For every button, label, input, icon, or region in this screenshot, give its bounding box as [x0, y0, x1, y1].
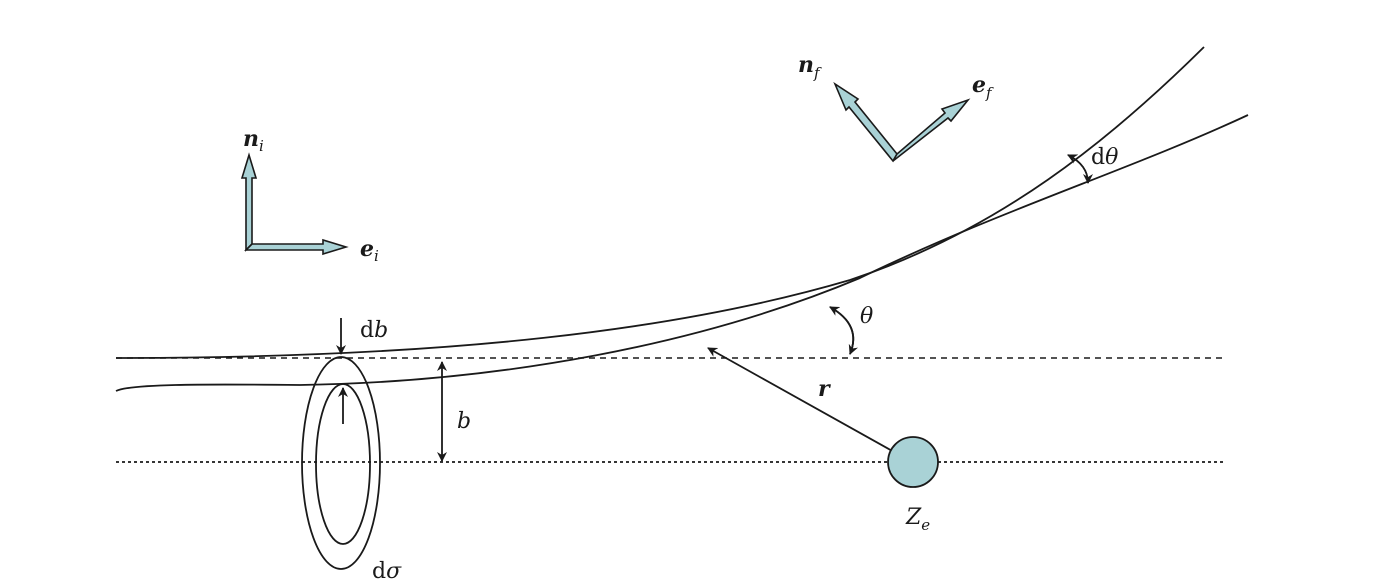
- trajectory-lower: [115, 114, 1249, 392]
- theta-angle-arc-start: [829, 306, 855, 355]
- n-f-arrow: [833, 81, 898, 163]
- final-frame: [833, 81, 971, 163]
- cross-section-inner-ellipse: [315, 383, 371, 545]
- label-r: r: [818, 376, 831, 402]
- label-e-i: ei: [360, 236, 379, 265]
- e-f-arrow: [892, 98, 971, 162]
- label-e-f: ef: [972, 72, 994, 102]
- r-vector-arrow: [707, 347, 913, 463]
- label-Z-e: Ze: [905, 505, 930, 534]
- label-d-sigma: dσ: [372, 559, 402, 584]
- label-b: b: [457, 409, 471, 434]
- dtheta-angle-arc-start: [1067, 154, 1089, 184]
- cross-section-outer-ellipse: [301, 356, 381, 570]
- e-i-arrow: [244, 238, 349, 256]
- label-d-theta: dθ: [1091, 145, 1118, 170]
- label-db: db: [360, 318, 388, 343]
- label-n-f: nf: [798, 52, 822, 82]
- label-n-i: ni: [243, 126, 264, 155]
- nucleus-circle: [887, 436, 939, 488]
- trajectory-upper: [115, 46, 1205, 359]
- initial-frame: [240, 152, 349, 256]
- label-theta: θ: [860, 304, 873, 329]
- n-i-arrow: [240, 152, 258, 252]
